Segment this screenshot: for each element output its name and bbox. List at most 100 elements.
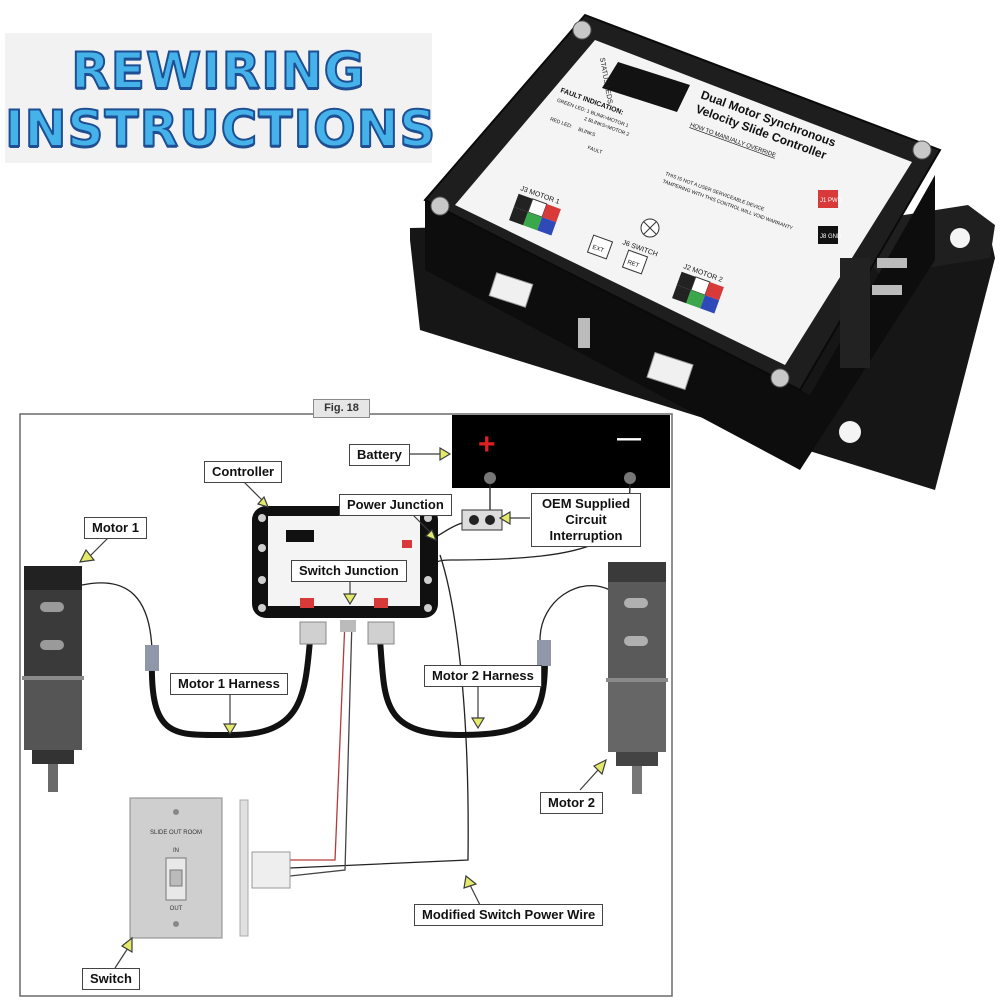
controller-illustration-j2 [374,598,388,608]
controller-illustration-j1 [402,540,412,548]
arrow-motor1-icon [78,535,111,563]
circuit-interruption-block [461,509,503,531]
motor2-cable [539,584,611,641]
switch-connector [340,620,356,632]
flange-hole-lower [839,421,861,443]
controller-illustration-hole [258,514,266,522]
callout-motor1: Motor 1 [84,517,147,539]
arrow-modified-wire-icon [463,874,481,906]
motor2-harness-cable [377,639,548,739]
callout-motor1-harness: Motor 1 Harness [170,673,288,695]
callout-battery: Battery [349,444,410,466]
j1-pwr-box [818,190,838,208]
motor2-illustration [606,562,668,794]
callout-motor2: Motor 2 [540,792,603,814]
j3-pin-hall-gnd [523,212,543,231]
j3-pin-hall-sig [537,217,557,236]
fault-text: FAULT [587,145,603,156]
callout-motor2-harness: Motor 2 Harness [424,665,542,687]
battery-positive-terminal [484,472,496,484]
arrow-switch-junction-icon [342,580,358,606]
j2-pin-hall-sig [700,295,720,314]
j2-pin-hall-gnd [686,290,706,309]
ret-box [621,249,649,275]
arrow-motor2-icon [579,758,607,791]
screw-icon [770,368,790,388]
connector-j2 [646,351,694,391]
figure-label: Fig. 18 [313,399,370,418]
ext-box [586,234,614,260]
j3-pin-red [542,204,561,223]
controller-illustration-hole [424,514,432,522]
j1-pwr-label: J1 PWR [820,198,843,204]
callout-controller: Controller [204,461,283,483]
motor2-connector [367,621,395,645]
ext-label: EXT [591,245,604,255]
wall-switch-illustration [129,797,291,939]
callout-modified-switch-power-wire: Modified Switch Power Wire [414,904,604,926]
controller-illustration-hole [424,604,432,612]
motor2-harness-plug [537,640,551,666]
j2-pin-hall-pwr [672,284,691,304]
motor1-harness-plug [145,645,159,671]
enclosure-side [425,175,935,470]
battery-minus-icon: — [617,425,641,452]
terminal-strip [840,258,870,368]
j3-pin-out [513,193,533,213]
arrow-oem-icon [498,510,530,526]
switch-wire-black [289,619,353,877]
controller-illustration-hole [258,544,266,552]
j8-gnd-label: J8 GND [820,234,842,240]
controller-illustration-hole [258,604,266,612]
status-display [602,62,690,112]
ground-terminal [872,285,902,295]
oem-line-2: Circuit [565,512,607,527]
controller-illustration-j3 [300,598,314,608]
controller-illustration-hole [424,576,432,584]
j2-pin-out [676,271,696,291]
controller-illustration-hole [258,576,266,584]
label-panel [455,40,912,365]
override-x-icon [643,221,657,235]
callout-switch-junction: Switch Junction [291,560,407,582]
j3-pin-hall-pwr [509,206,528,226]
junction-post-icon [469,515,479,525]
switch-wire-red [290,619,346,861]
switch-plate-out: OUT [170,906,183,912]
battery-negative-terminal [624,472,636,484]
arrow-switch-icon [114,936,133,969]
flange-hole-upper [950,228,970,248]
battery-plus-icon: + [478,428,496,461]
banner-title-line2: INSTRUCTIONS [4,99,437,159]
ret-label: RET [626,260,640,270]
banner-title-line1: REWIRING [70,41,366,101]
screw-icon [572,20,592,40]
screw-icon [430,196,450,216]
j8-gnd-box [818,226,838,244]
motor1-cable [81,582,153,651]
controller-illustration-display [286,530,314,542]
title-banner [5,33,432,163]
oem-line-3: Interruption [549,528,623,543]
motor1-connector [299,621,327,645]
switch-plate-label: SLIDE OUT ROOM [150,830,202,836]
screw-icon [912,140,932,160]
callout-oem-circuit-interruption: OEM Supplied Circuit Interruption [531,493,641,547]
arrow-motor1-harness-icon [222,692,238,736]
junction-post-icon [485,515,495,525]
switch-pins [578,318,590,348]
j2-pin-red [705,282,724,301]
arrow-motor2-harness-icon [470,684,486,730]
callout-switch: Switch [82,968,140,990]
blinks-text: BLINKS [577,127,596,139]
switch-plate-in: IN [173,848,179,854]
oem-line-1: OEM Supplied [541,496,631,511]
power-terminal [877,258,907,268]
motor1-illustration [22,566,84,792]
connector-j3 [488,272,534,308]
arrow-battery-icon [408,446,452,462]
callout-power-junction: Power Junction [339,494,452,516]
